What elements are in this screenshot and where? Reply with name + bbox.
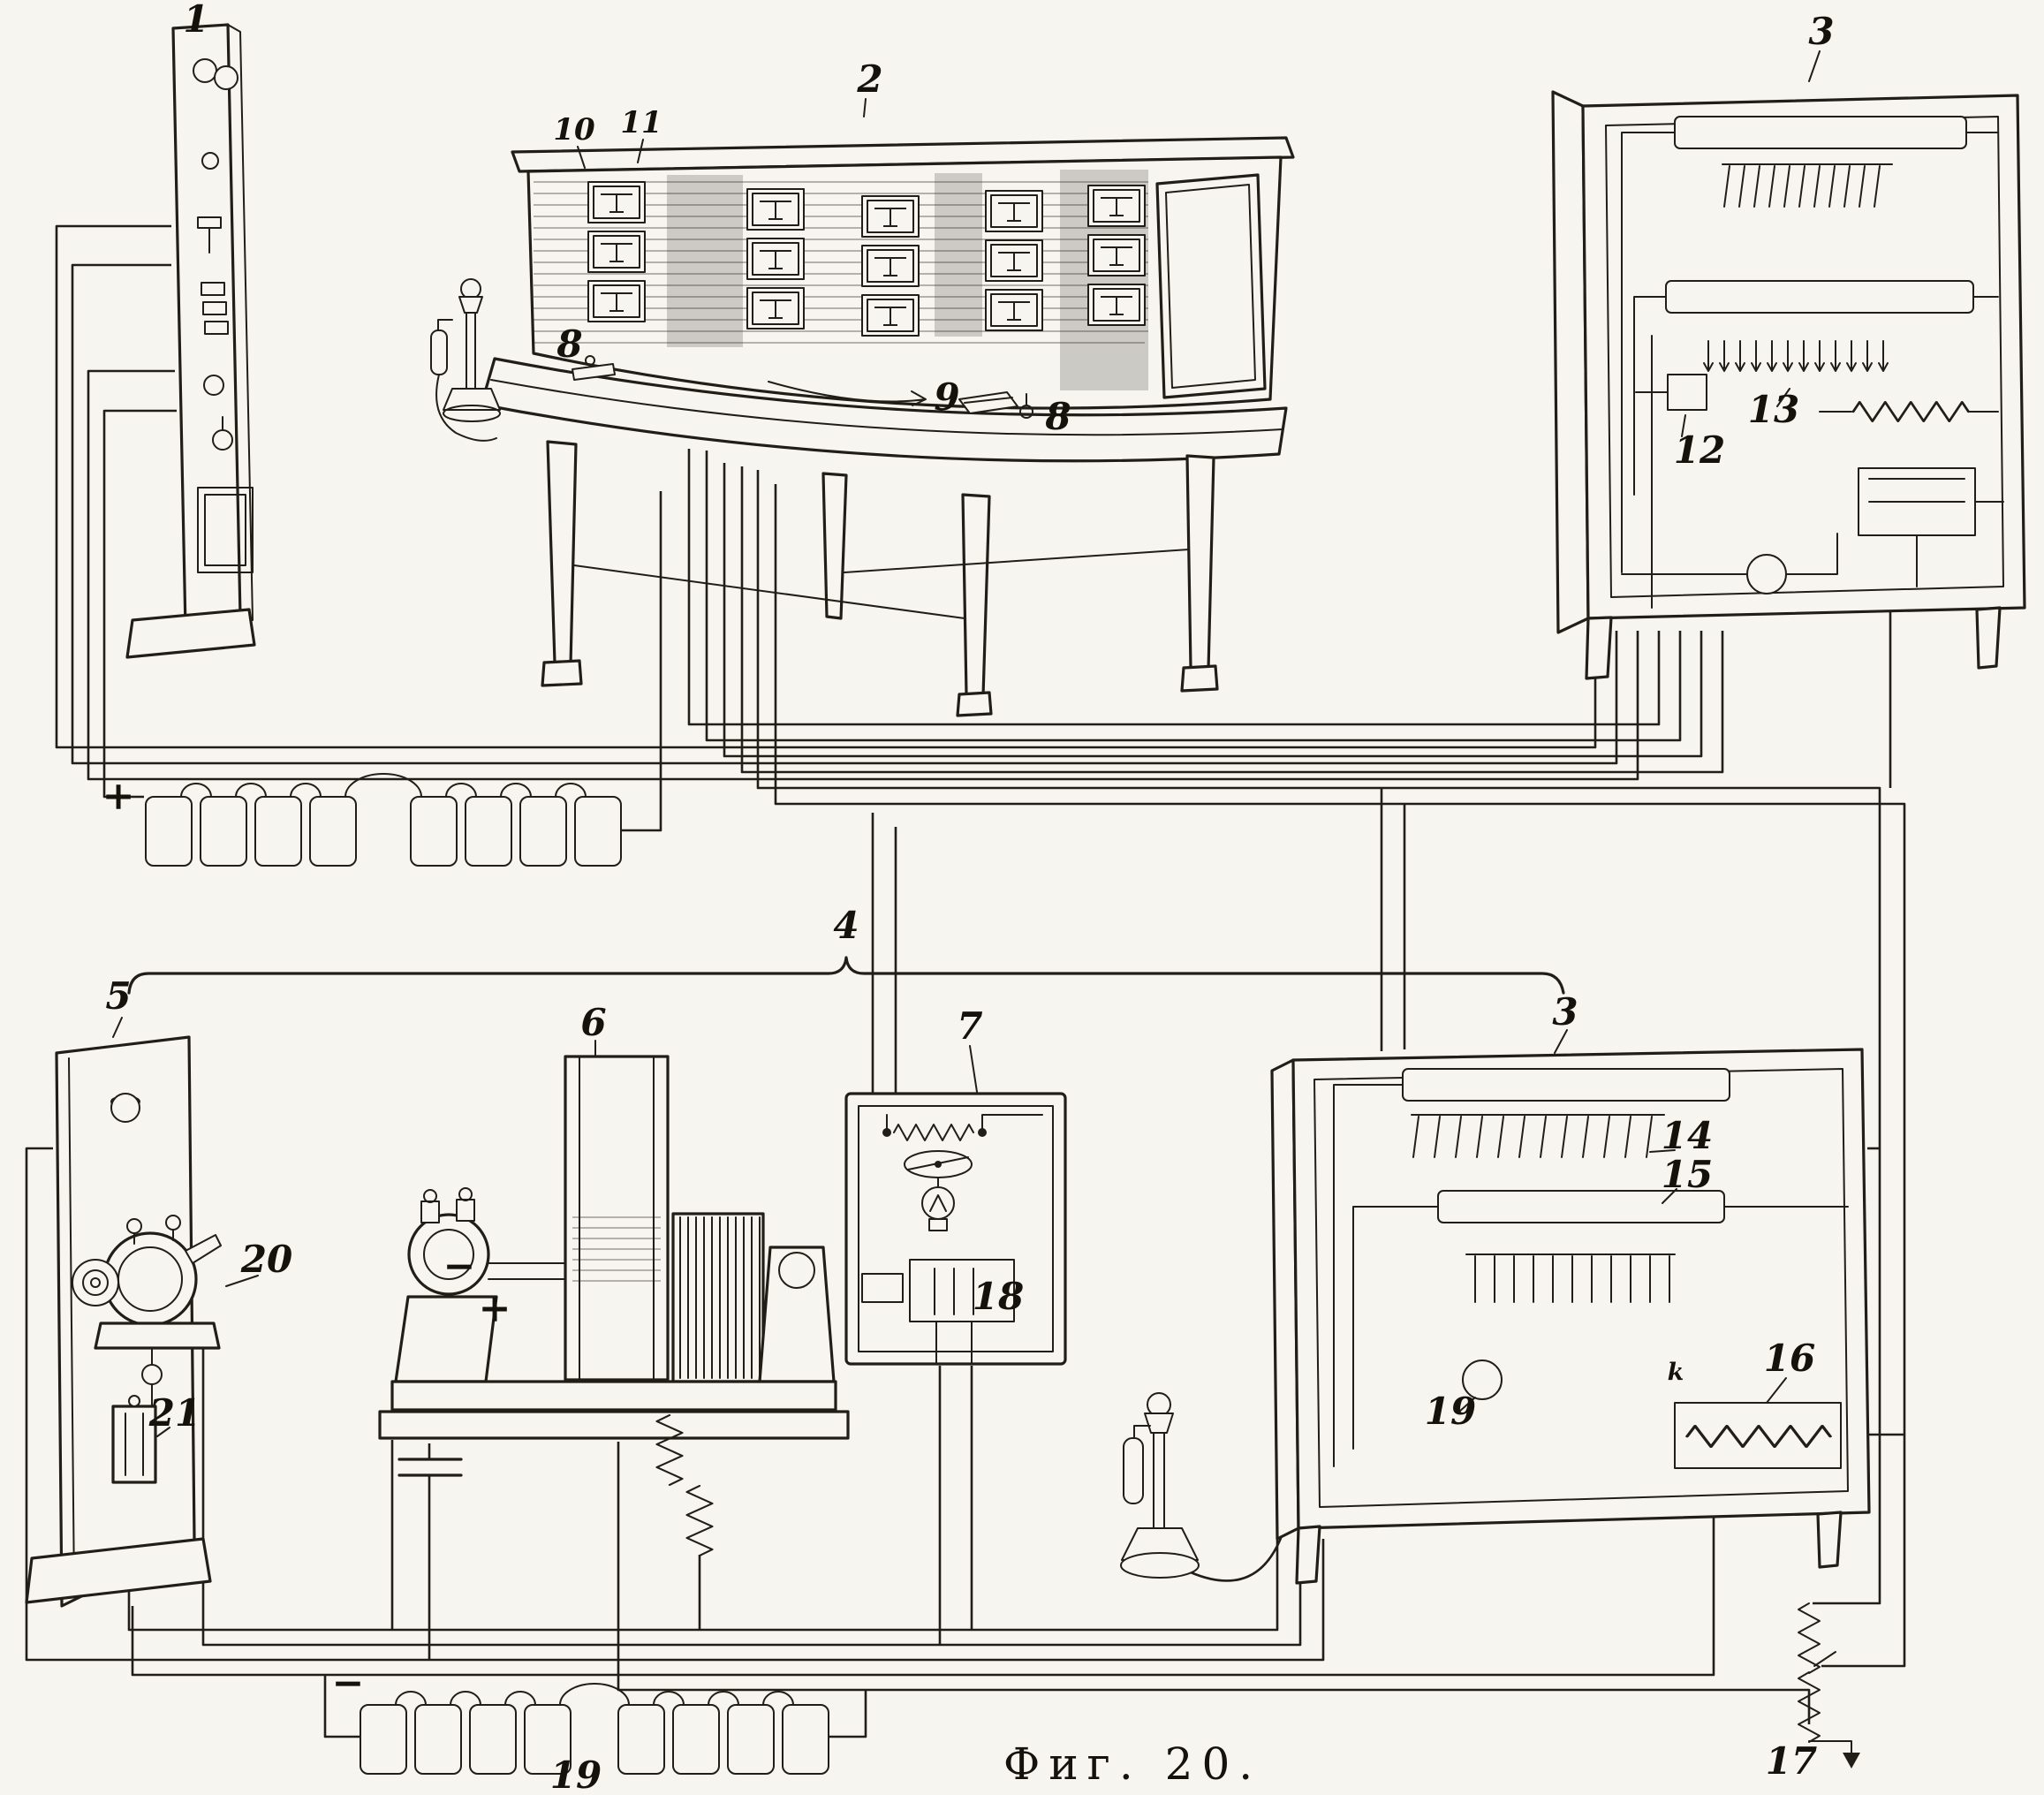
label-20: 20 <box>240 1238 292 1281</box>
motor-generator-6 <box>378 1055 850 1557</box>
key-8-left <box>572 363 616 381</box>
label-plus-upper: + <box>102 774 135 819</box>
relay-rack-lower-3 <box>1270 1048 1871 1585</box>
figure-caption: Фиг. 20. <box>1003 1738 1261 1790</box>
relay-12-coil <box>1667 374 1707 411</box>
desk-end-panel <box>1155 173 1267 399</box>
label-plus-mg: + <box>479 1286 511 1331</box>
label-6: 6 <box>580 1001 606 1044</box>
condenser <box>397 1458 463 1477</box>
panel-knob <box>193 58 217 83</box>
label-8-left: 8 <box>556 322 582 366</box>
label-k: k <box>1668 1359 1684 1386</box>
battery-bank-upper <box>145 773 622 867</box>
ringing-machine-20 <box>72 1215 222 1407</box>
earth-resistance-17 <box>1798 1602 1860 1768</box>
pulley <box>141 1364 163 1385</box>
jack-strip-bar <box>1674 116 1967 149</box>
jack-strip-bar <box>1402 1068 1730 1102</box>
telephone-cord <box>1190 1501 1288 1582</box>
panel-knob <box>110 1093 140 1123</box>
telephone-receiver <box>1123 1437 1144 1504</box>
label-16: 16 <box>1764 1337 1815 1380</box>
telephone-receiver <box>430 329 448 375</box>
bedplate <box>390 1380 837 1412</box>
signal-lamp-upper <box>1746 554 1787 595</box>
label-1: 1 <box>183 0 208 41</box>
label-5: 5 <box>105 974 131 1018</box>
label-10: 10 <box>553 112 595 148</box>
signal-lamp-19 <box>1462 1360 1503 1400</box>
label-3-lower: 3 <box>1552 990 1578 1034</box>
power-panel-5 <box>25 1035 212 1608</box>
label-11: 11 <box>620 105 662 140</box>
wall-panel-1 <box>125 23 256 659</box>
machine-base <box>94 1322 221 1350</box>
label-minus-mg: − <box>443 1244 476 1289</box>
panel-frame <box>197 487 254 573</box>
label-4: 4 <box>833 904 859 947</box>
interrupter-18 <box>909 1259 1015 1322</box>
label-12: 12 <box>1674 428 1725 472</box>
desk-legs <box>541 440 1219 717</box>
choke-coil <box>685 1484 714 1557</box>
jack-strip-bar <box>1665 280 1974 314</box>
candlestick-telephone-lower <box>1120 1392 1200 1579</box>
trunk-brace-4 <box>127 956 1565 995</box>
label-8-right: 8 <box>1044 395 1071 438</box>
cord-arrow-9 <box>768 381 927 406</box>
desk-top-molding <box>511 136 1295 173</box>
label-15: 15 <box>1662 1153 1713 1196</box>
generator-frame <box>564 1055 670 1382</box>
label-19-battery: 19 <box>550 1753 602 1795</box>
order-slip <box>958 391 1018 414</box>
relay-rack-upper-3 <box>1551 90 2026 680</box>
brush-arm <box>185 1234 222 1264</box>
label-leaders <box>112 50 1821 1437</box>
wiring-top-section <box>55 224 1906 1668</box>
motor-body <box>407 1213 490 1296</box>
ground-arrow-icon <box>1843 1753 1860 1768</box>
cutoff-switch-21 <box>111 1395 157 1484</box>
label-3-upper: 3 <box>1808 10 1834 53</box>
label-17: 17 <box>1766 1739 1817 1783</box>
label-7: 7 <box>957 1004 982 1048</box>
label-9: 9 <box>934 375 959 419</box>
label-minus-lower: − <box>332 1661 365 1706</box>
label-2: 2 <box>856 57 882 101</box>
winding-stack <box>671 1212 765 1383</box>
label-18: 18 <box>973 1275 1024 1318</box>
figure-labels: 1 2 10 11 8 9 8 3 12 13 + 4 5 6 7 − + 18… <box>102 0 1835 1795</box>
switchboard-desk-2 <box>480 136 1295 717</box>
candlestick-telephone-upper <box>430 278 501 442</box>
panel-knob <box>214 65 238 90</box>
label-13: 13 <box>1748 388 1799 431</box>
label-21: 21 <box>148 1391 201 1435</box>
panel-base <box>125 608 256 659</box>
battery-bank-lower <box>360 1683 829 1775</box>
label-19-lamp: 19 <box>1425 1390 1476 1433</box>
label-14: 14 <box>1662 1114 1713 1157</box>
relay-box-7 <box>844 1092 1067 1366</box>
lamp-bulb <box>921 1186 955 1220</box>
panel-base <box>25 1537 212 1604</box>
